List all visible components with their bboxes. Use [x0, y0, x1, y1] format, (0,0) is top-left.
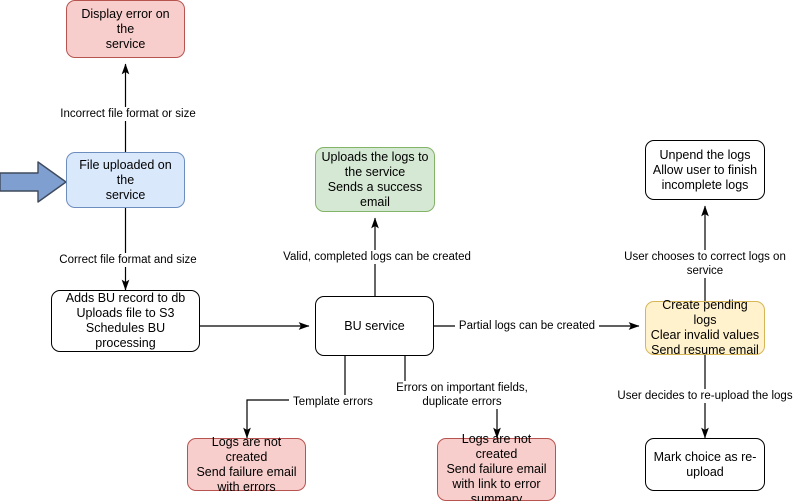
edge-label-user-reuploads: User decides to re-upload the logs [615, 389, 795, 403]
edge-label-template-errors: Template errors [289, 395, 377, 409]
edge-label-incorrect-format: Incorrect file format or size [56, 107, 200, 121]
edge-label-valid-logs: Valid, completed logs can be created [281, 250, 473, 264]
edge-label-partial-logs: Partial logs can be created [455, 319, 599, 333]
node-mark-choice[interactable]: Mark choice as re- upload [645, 438, 765, 491]
edge-label-user-corrects: User chooses to correct logs on service [605, 250, 801, 278]
edge-label-important-errors: Errors on important fields, duplicate er… [392, 381, 532, 409]
edge-label-correct-format: Correct file format and size [56, 253, 200, 267]
node-file-uploaded[interactable]: File uploaded on the service [66, 152, 185, 208]
node-logs-not-created-template[interactable]: Logs are not created Send failure email … [187, 435, 306, 494]
node-create-pending-logs[interactable]: Create pending logs Clear invalid values… [645, 298, 765, 357]
node-adds-bu-record[interactable]: Adds BU record to db Uploads file to S3 … [51, 290, 200, 352]
node-bu-service[interactable]: BU service [315, 296, 434, 356]
node-unpend-logs[interactable]: Unpend the logs Allow user to finish inc… [645, 140, 765, 200]
node-display-error[interactable]: Display error on the service [66, 0, 185, 58]
node-logs-not-created-fields[interactable]: Logs are not created Send failure email … [437, 432, 556, 501]
entry-arrow-icon [0, 161, 67, 203]
node-uploads-logs[interactable]: Uploads the logs to the service Sends a … [315, 147, 435, 212]
